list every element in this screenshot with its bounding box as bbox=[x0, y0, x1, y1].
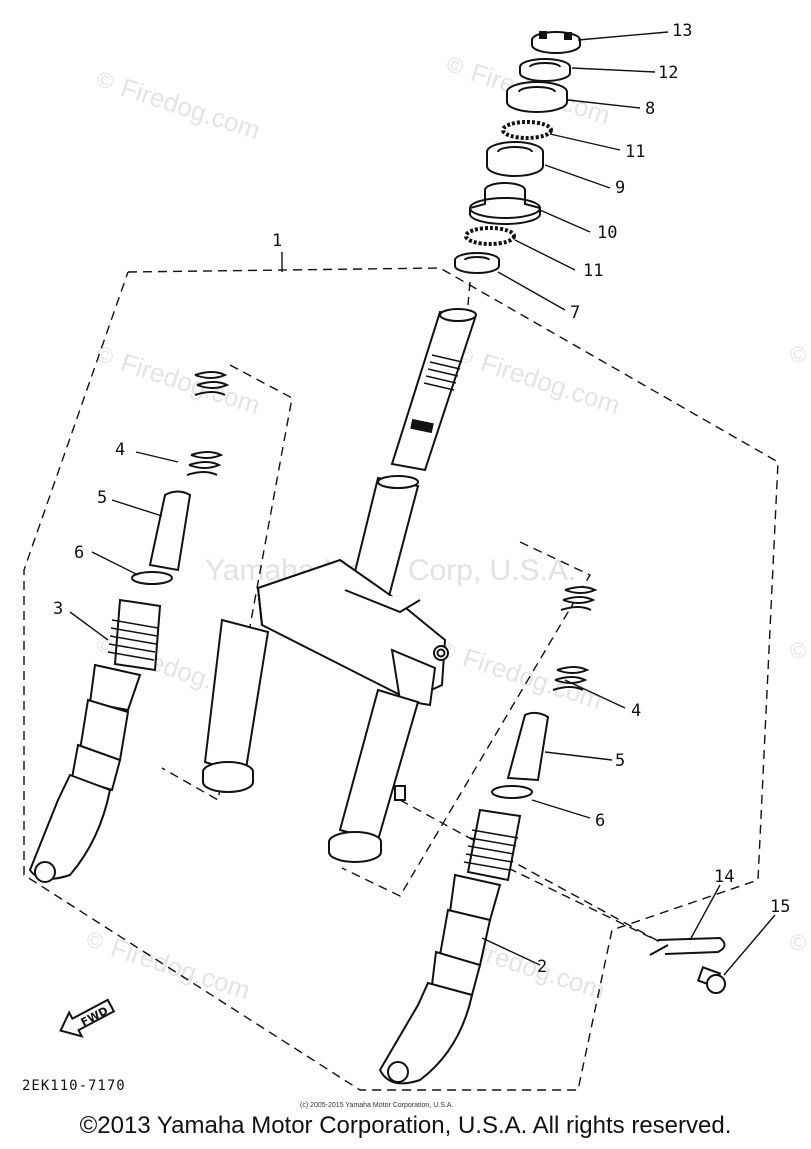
left-fork bbox=[28, 371, 230, 883]
race-8 bbox=[506, 81, 568, 113]
watermark-copyright-symbol: © bbox=[93, 341, 116, 370]
callout-8: 8 bbox=[645, 99, 655, 119]
callout-5-right: 5 bbox=[615, 751, 625, 771]
callout-11-upper: 11 bbox=[625, 142, 645, 162]
watermark-site: Firedog.com bbox=[117, 347, 264, 420]
callout-6-left: 6 bbox=[74, 543, 84, 563]
callout-13: 13 bbox=[672, 21, 692, 41]
right-fork bbox=[378, 586, 598, 1085]
watermark-site: Firedog.com bbox=[477, 347, 624, 420]
watermark-site: Firedog.com bbox=[107, 932, 254, 1005]
clip-and-bolt bbox=[649, 936, 726, 994]
balls-11-upper bbox=[501, 120, 553, 140]
assembly-outline bbox=[23, 267, 779, 1091]
callout-1: 1 bbox=[272, 231, 282, 251]
callout-3: 3 bbox=[53, 599, 63, 619]
washer-12 bbox=[519, 58, 571, 82]
race-7 bbox=[454, 252, 500, 274]
balls-11-lower bbox=[464, 226, 516, 246]
diagram-code: 2EK110-7170 bbox=[22, 1078, 126, 1094]
callout-labels: 1 2 3 4 4 5 5 6 6 7 8 9 10 11 11 12 13 1… bbox=[53, 21, 790, 977]
footer-copyright: ©2013 Yamaha Motor Corporation, U.S.A. A… bbox=[79, 1112, 732, 1139]
steering-stem bbox=[202, 308, 477, 863]
callout-11-lower: 11 bbox=[583, 261, 603, 281]
fwd-arrow-icon: FWD bbox=[59, 998, 116, 1038]
small-copyright: (c) 2005-2015 Yamaha Motor Corporation, … bbox=[300, 1102, 453, 1109]
watermark-layer: © Firedog.com © Firedog.com © Firedog.co… bbox=[83, 51, 806, 1005]
watermark-copyright-symbol: © bbox=[790, 342, 806, 367]
race-9 bbox=[486, 141, 544, 177]
watermark-copyright-symbol: © bbox=[83, 926, 106, 955]
race-10 bbox=[469, 182, 541, 225]
callout-6-right: 6 bbox=[595, 811, 605, 831]
callout-15: 15 bbox=[770, 897, 790, 917]
callout-12: 12 bbox=[658, 63, 678, 83]
watermark-copyright-symbol: © bbox=[93, 66, 116, 95]
callout-7: 7 bbox=[570, 303, 580, 323]
leader-lines bbox=[69, 31, 776, 976]
callout-2: 2 bbox=[537, 957, 547, 977]
callout-4-right: 4 bbox=[631, 701, 641, 721]
watermark-site: Firedog.com bbox=[117, 72, 264, 145]
watermark-copyright-symbol: © bbox=[443, 51, 466, 80]
callout-10: 10 bbox=[597, 223, 617, 243]
ring-nut-13 bbox=[531, 31, 581, 54]
steering-stack bbox=[454, 31, 581, 274]
callout-4-left: 4 bbox=[115, 440, 125, 460]
watermark-copyright-symbol: © bbox=[790, 930, 806, 955]
watermark-copyright-symbol: © bbox=[790, 638, 806, 663]
callout-9: 9 bbox=[615, 178, 625, 198]
callout-14: 14 bbox=[714, 867, 734, 887]
callout-5-left: 5 bbox=[97, 488, 107, 508]
